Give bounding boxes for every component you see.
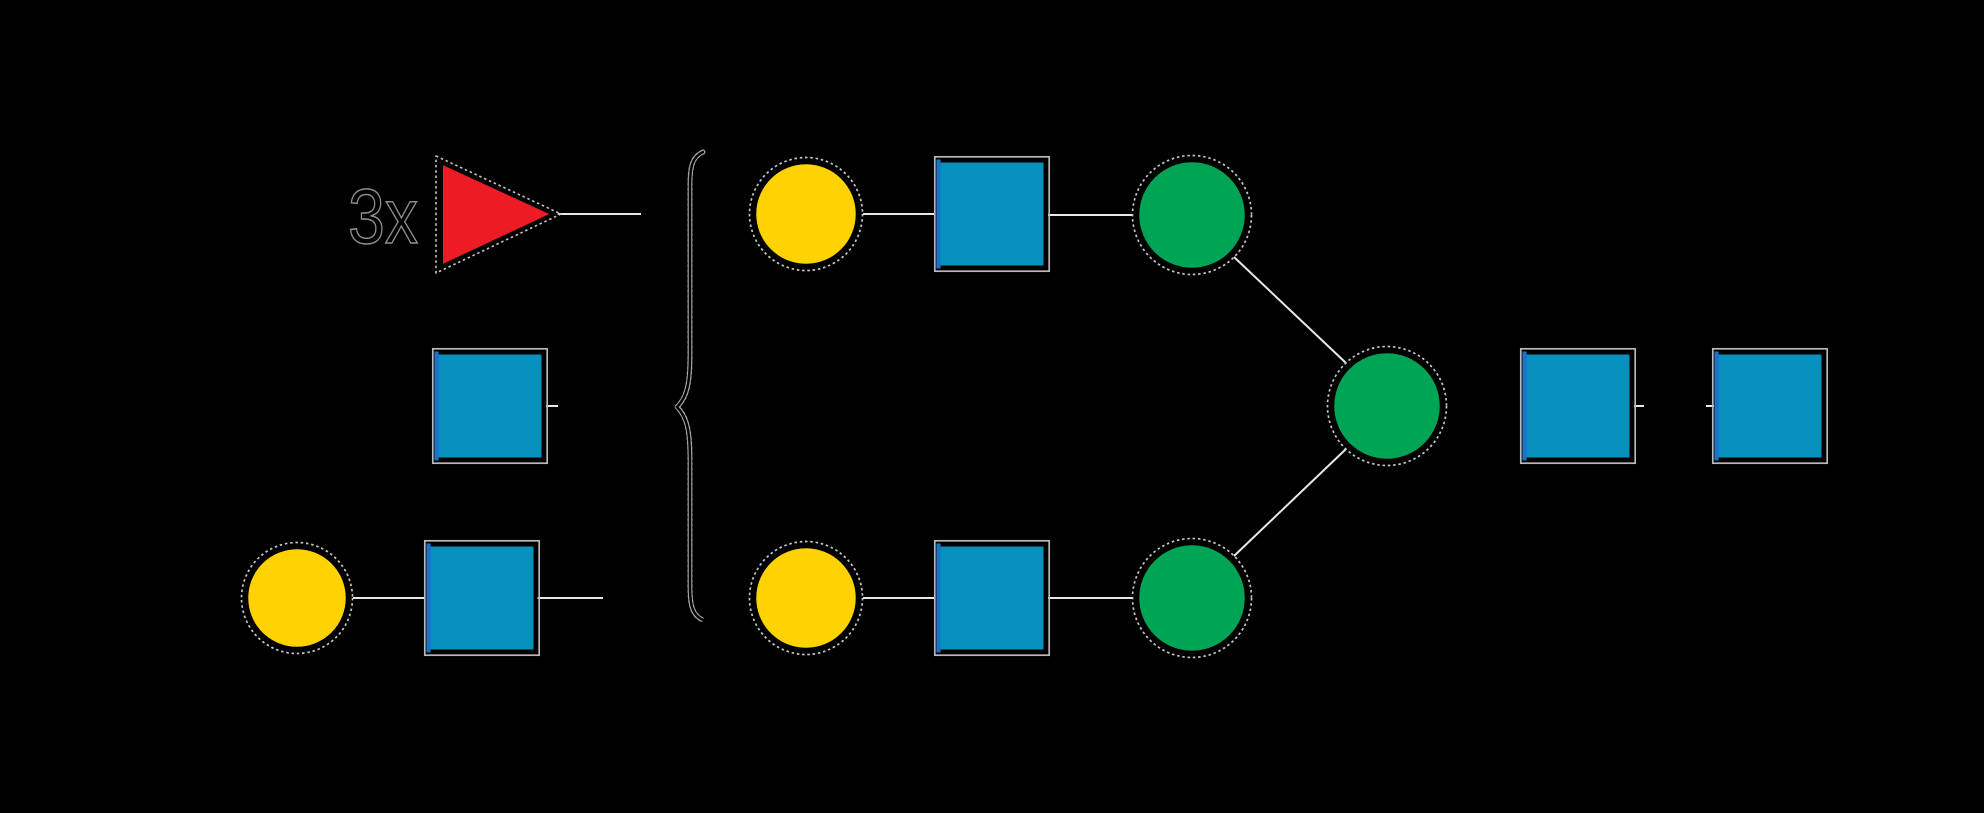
mannose-top-halo bbox=[1131, 154, 1253, 276]
galactose-bottom-left-halo bbox=[240, 541, 354, 655]
galactose-bottom-halo bbox=[748, 540, 864, 656]
bond-man-bottom-core-line bbox=[1233, 448, 1347, 557]
galactose-top-halo bbox=[748, 156, 864, 272]
mannose-core-icon bbox=[1329, 348, 1445, 464]
glcnac-square-core-2-halo bbox=[1519, 347, 1637, 465]
glcnac-square-top-halo bbox=[933, 155, 1051, 273]
repeat-multiplier-label: 3x bbox=[348, 172, 418, 260]
mannose-bottom-icon bbox=[1134, 540, 1250, 656]
bond-man-top-core-line bbox=[1233, 256, 1347, 364]
mannose-top-icon bbox=[1134, 157, 1250, 273]
mannose-bottom-halo bbox=[1131, 537, 1253, 659]
mannose-core-halo bbox=[1326, 345, 1448, 467]
glcnac-square-core-1-icon bbox=[1714, 350, 1826, 462]
glcnac-square-mid-left-icon bbox=[434, 350, 546, 462]
glcnac-square-core-2-icon bbox=[1522, 350, 1634, 462]
glcnac-square-bottom-halo bbox=[933, 539, 1051, 657]
fucose-triangle-icon bbox=[439, 158, 559, 271]
galactose-bottom-left-icon bbox=[243, 544, 351, 652]
fucose-triangle-halo bbox=[435, 155, 562, 274]
glcnac-square-core-1-halo bbox=[1711, 347, 1829, 465]
glcnac-square-bottom-left-halo bbox=[423, 539, 541, 657]
glcnac-square-bottom-left-icon bbox=[426, 542, 538, 654]
galactose-bottom-icon bbox=[751, 543, 861, 653]
curly-brace-icon bbox=[675, 150, 705, 622]
glcnac-square-mid-left-halo bbox=[431, 347, 549, 465]
glcnac-square-top-icon bbox=[936, 158, 1048, 270]
galactose-top-icon bbox=[751, 159, 861, 269]
glcnac-square-bottom-icon bbox=[936, 542, 1048, 654]
